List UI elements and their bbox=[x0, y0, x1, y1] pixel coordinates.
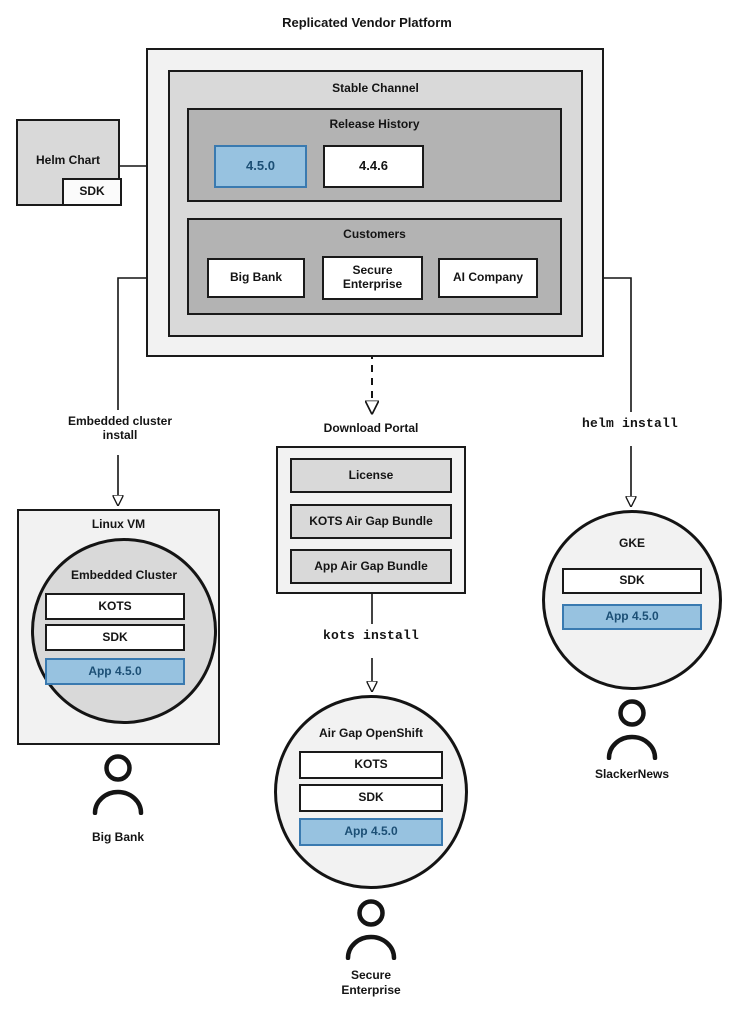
customers-title: Customers bbox=[343, 227, 406, 241]
customer-secure-line1: Secure bbox=[352, 263, 393, 278]
customer-ai-company[interactable]: AI Company bbox=[438, 258, 538, 298]
customer-secure-enterprise[interactable]: Secure Enterprise bbox=[322, 256, 423, 300]
embedded-cluster-title: Embedded Cluster bbox=[70, 568, 178, 582]
user-icon-big-bank bbox=[92, 754, 144, 815]
owner-name-secure-enterprise: Secure Enterprise bbox=[296, 968, 446, 998]
label-kots-install: kots install bbox=[322, 628, 419, 643]
customer-big-bank[interactable]: Big Bank bbox=[207, 258, 305, 298]
gke-component-sdk[interactable]: SDK bbox=[562, 568, 702, 594]
openshift-component-kots[interactable]: KOTS bbox=[299, 751, 443, 779]
linuxvm-component-app[interactable]: App 4.5.0 bbox=[45, 658, 185, 685]
helm-chart-label: Helm Chart bbox=[35, 153, 100, 167]
download-artifact-license[interactable]: License bbox=[290, 458, 452, 493]
label-embedded-line1: Embedded cluster bbox=[67, 414, 173, 428]
openshift-component-app[interactable]: App 4.5.0 bbox=[299, 818, 443, 846]
label-helm-install: helm install bbox=[581, 416, 678, 431]
user-icon-slackernews bbox=[606, 699, 658, 760]
stable-channel-title: Stable Channel bbox=[332, 81, 419, 95]
linux-vm-title: Linux VM bbox=[91, 517, 146, 531]
label-embedded-cluster-install: Embedded cluster install bbox=[45, 414, 195, 443]
air-gap-openshift-title: Air Gap OpenShift bbox=[318, 726, 423, 740]
owner-name-slackernews: SlackerNews bbox=[594, 767, 670, 781]
user-icon-secure-enterprise bbox=[345, 899, 397, 960]
owner-secure-line2: Enterprise bbox=[341, 983, 401, 997]
release-item-446[interactable]: 4.4.6 bbox=[323, 145, 424, 188]
download-artifact-kots-air-gap-bundle[interactable]: KOTS Air Gap Bundle bbox=[290, 504, 452, 539]
release-item-450[interactable]: 4.5.0 bbox=[214, 145, 307, 188]
linuxvm-component-sdk[interactable]: SDK bbox=[45, 624, 185, 651]
helm-chart-sdk-box[interactable]: SDK bbox=[62, 178, 122, 206]
label-download-portal: Download Portal bbox=[323, 421, 419, 435]
openshift-component-sdk[interactable]: SDK bbox=[299, 784, 443, 812]
diagram-title: Replicated Vendor Platform bbox=[282, 15, 452, 30]
release-history-title: Release History bbox=[329, 117, 420, 131]
owner-name-big-bank: Big Bank bbox=[91, 830, 144, 844]
gke-title: GKE bbox=[618, 536, 645, 550]
label-embedded-line2: install bbox=[102, 428, 138, 443]
download-artifact-app-air-gap-bundle[interactable]: App Air Gap Bundle bbox=[290, 549, 452, 584]
customer-secure-line2: Enterprise bbox=[342, 277, 403, 291]
gke-component-app[interactable]: App 4.5.0 bbox=[562, 604, 702, 630]
gke-circle bbox=[542, 510, 722, 690]
owner-secure-line1: Secure bbox=[350, 968, 392, 982]
linuxvm-component-kots[interactable]: KOTS bbox=[45, 593, 185, 620]
